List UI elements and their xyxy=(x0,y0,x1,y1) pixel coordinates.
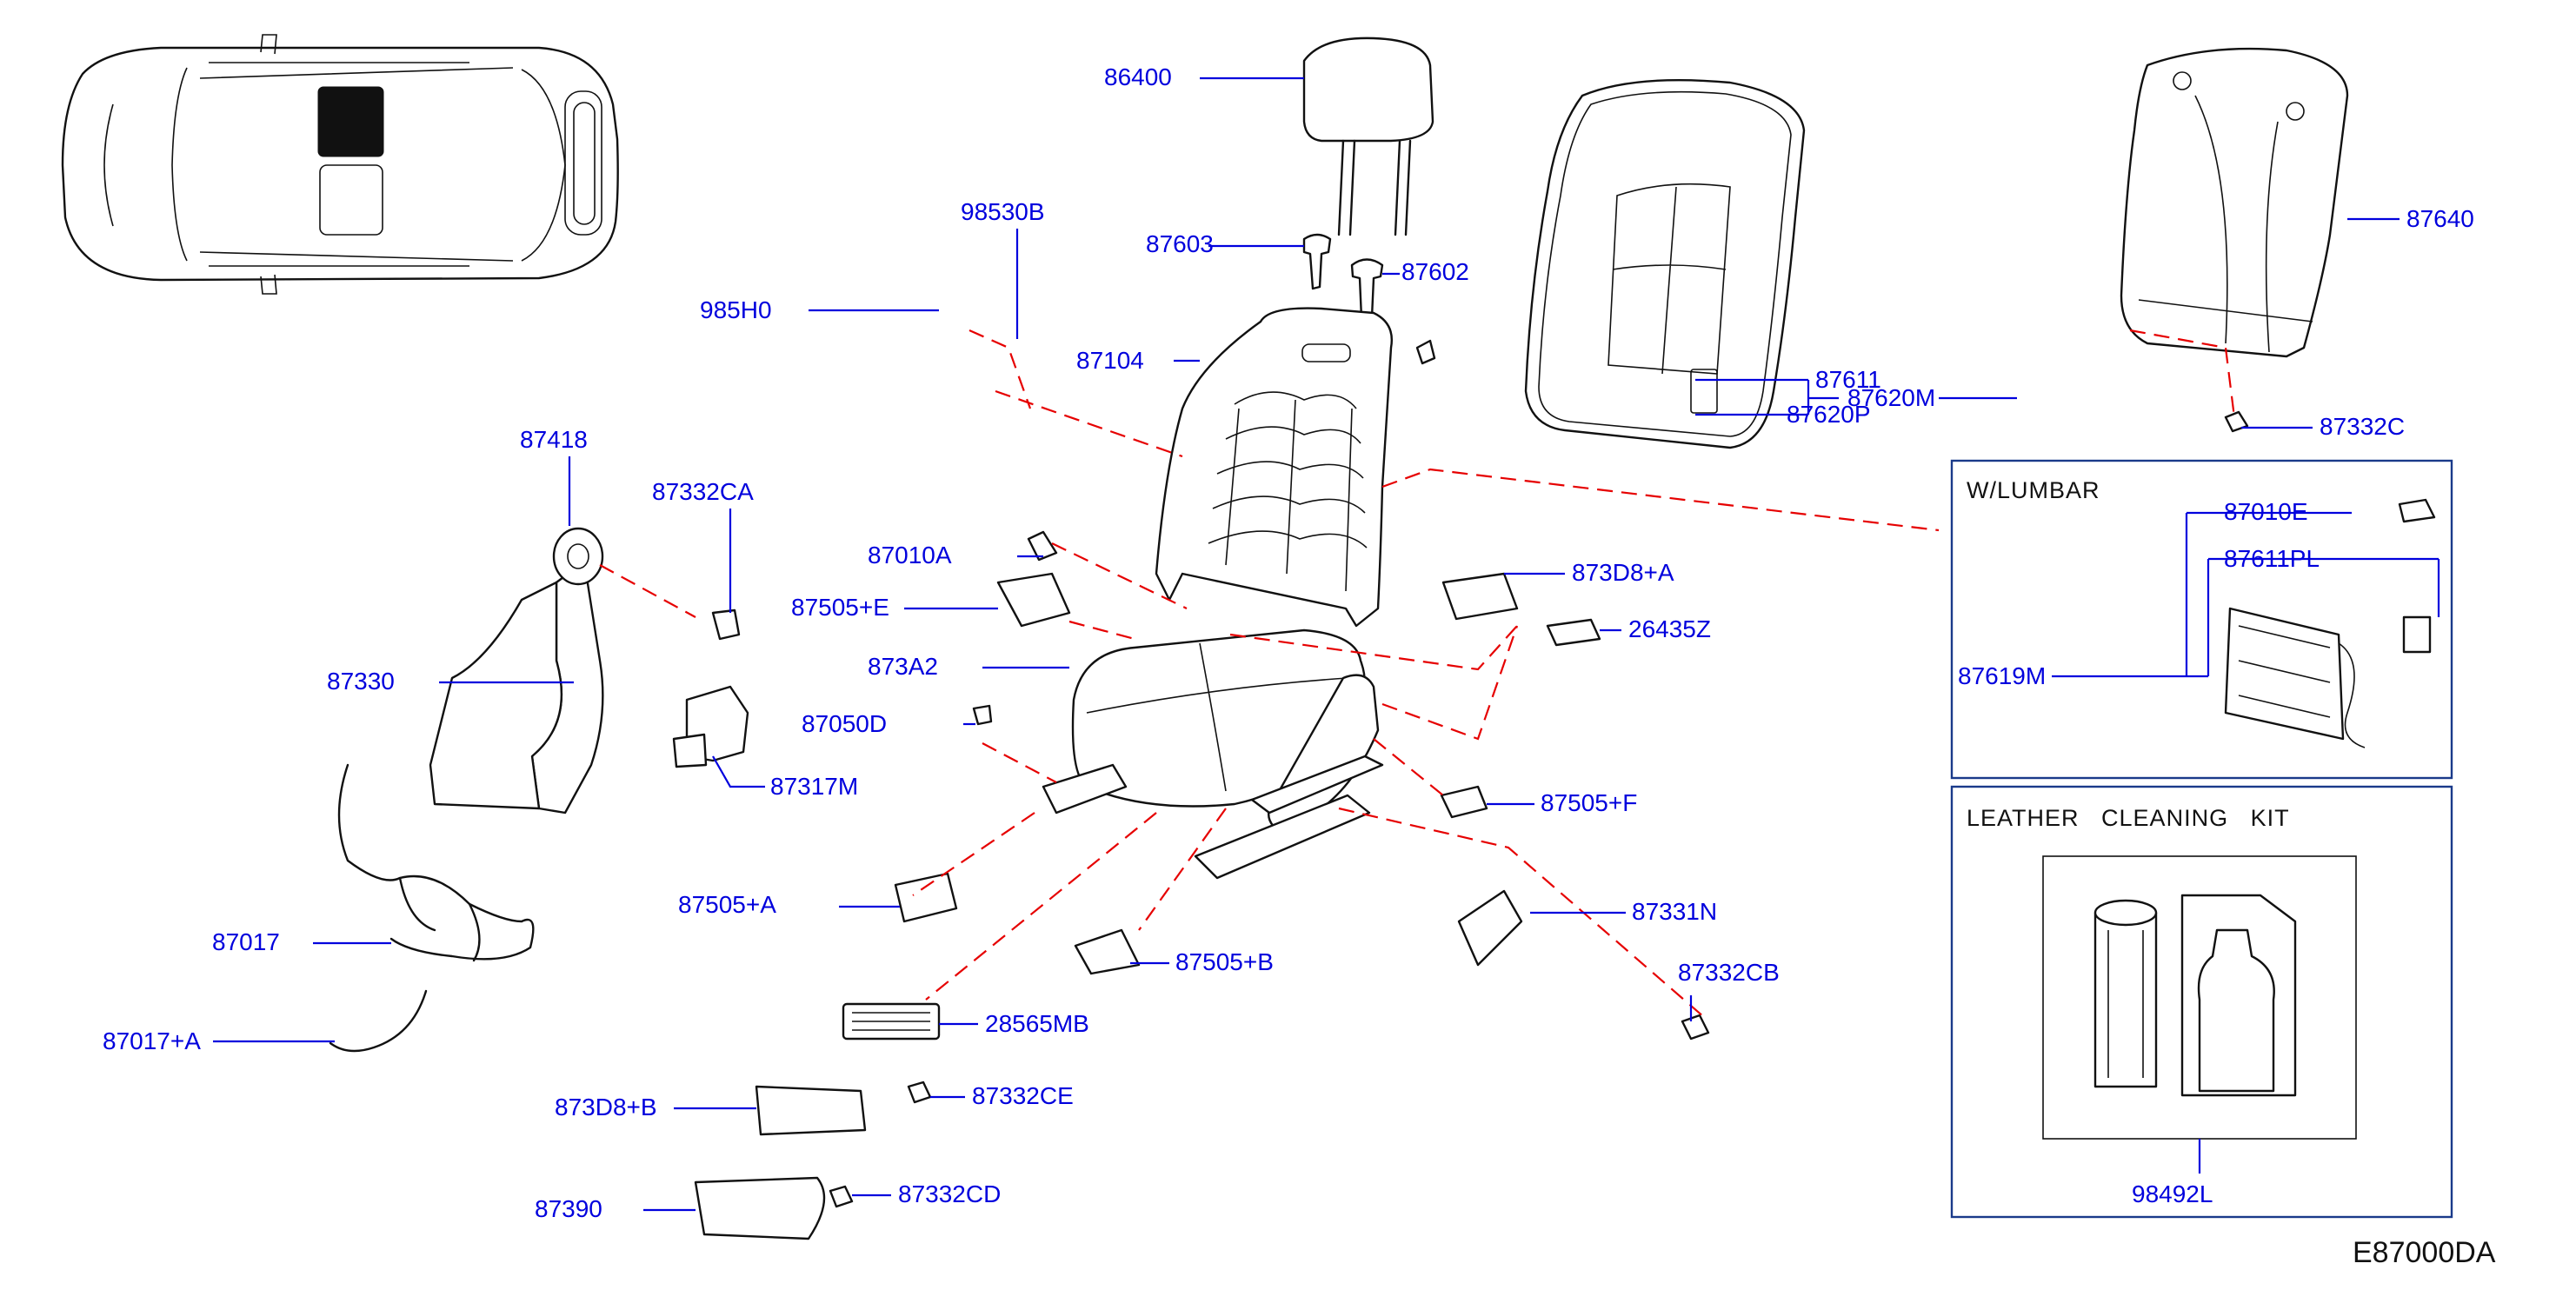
label-985H0: 985H0 xyxy=(700,296,772,323)
cleaning-kit-title: LEATHER CLEANING KIT xyxy=(1967,805,2290,831)
cleaning-bottle-icon xyxy=(2180,894,2297,1097)
label-87010A: 87010A xyxy=(868,542,952,569)
lumbar-box-title: W/LUMBAR xyxy=(1967,477,2100,503)
seat-back-cover-icon xyxy=(1524,78,1806,449)
seat-back-pad-icon xyxy=(2120,47,2349,358)
headrest-icon xyxy=(1302,37,1434,236)
label-87640: 87640 xyxy=(2406,205,2474,232)
label-87620P: 87620P xyxy=(1787,401,1871,428)
bracket-cover-icon xyxy=(894,572,1601,975)
label-873D8B: 873D8+B xyxy=(555,1094,657,1120)
recliner-motor-icon xyxy=(672,685,749,768)
label-87620M: 87620M xyxy=(1847,384,1935,411)
label-28565MB: 28565MB xyxy=(985,1010,1089,1037)
label-87611: 87611 xyxy=(1815,366,1881,393)
lumbar-box xyxy=(1950,459,2453,780)
diagram-code: E87000DA xyxy=(2353,1236,2496,1269)
label-87017A: 87017+A xyxy=(103,1027,201,1054)
label-87332C: 87332C xyxy=(2320,413,2405,440)
label-87104: 87104 xyxy=(1076,347,1144,374)
label-87603: 87603 xyxy=(1146,230,1214,257)
side-shield-icon xyxy=(429,568,604,815)
label-87418: 87418 xyxy=(520,426,588,453)
fastener-icon xyxy=(711,339,2249,1208)
car-top-view-icon xyxy=(61,34,619,295)
part-labels: 86400 98530B 87603 87602 985H0 87104 876… xyxy=(103,63,2474,1222)
label-tag-icon xyxy=(2402,615,2432,654)
label-87332CE: 87332CE xyxy=(972,1082,1074,1109)
switch-bracket-icon xyxy=(694,1085,867,1240)
label-87505F: 87505+F xyxy=(1541,789,1637,816)
control-module-icon xyxy=(842,1002,941,1041)
label-87331N: 87331N xyxy=(1632,898,1717,925)
label-87505A: 87505+A xyxy=(678,891,776,918)
label-87330: 87330 xyxy=(327,668,395,695)
label-87332CB: 87332CB xyxy=(1678,959,1780,986)
cleaning-kit-box xyxy=(1950,785,2453,1219)
label-87017: 87017 xyxy=(212,928,280,955)
label-87390: 87390 xyxy=(535,1195,602,1222)
recliner-knob-icon xyxy=(552,527,604,586)
label-98530B: 98530B xyxy=(961,198,1045,225)
clip-icon xyxy=(2398,498,2436,523)
label-87050D: 87050D xyxy=(802,710,887,737)
label-873A2: 873A2 xyxy=(868,653,938,680)
label-87332CA: 87332CA xyxy=(652,478,754,505)
seat-back-frame-icon xyxy=(1155,307,1393,628)
label-26435Z: 26435Z xyxy=(1628,615,1711,642)
label-87505E: 87505+E xyxy=(791,594,889,621)
label-87611PL: 87611PL xyxy=(2224,545,2320,572)
label-86400: 86400 xyxy=(1104,63,1172,90)
leader-lines xyxy=(213,76,2400,1212)
headrest-guide-icon xyxy=(1302,233,1384,320)
cleaning-jar-icon xyxy=(2093,899,2158,1088)
label-87602: 87602 xyxy=(1401,258,1469,285)
label-87505B: 87505+B xyxy=(1175,948,1274,975)
label-873D8A: 873D8+A xyxy=(1572,559,1674,586)
wire-harness-icon xyxy=(329,763,535,1053)
label-87619M: 87619M xyxy=(1958,662,2046,689)
seat-rails-icon xyxy=(1042,755,1384,880)
label-98492L: 98492L xyxy=(2132,1180,2213,1207)
label-87010E: 87010E xyxy=(2224,498,2308,525)
lumbar-support-icon xyxy=(2224,607,2345,741)
dashed-guide-lines xyxy=(599,329,2236,1018)
label-87332CD: 87332CD xyxy=(898,1180,1001,1207)
label-87317M: 87317M xyxy=(770,773,858,800)
